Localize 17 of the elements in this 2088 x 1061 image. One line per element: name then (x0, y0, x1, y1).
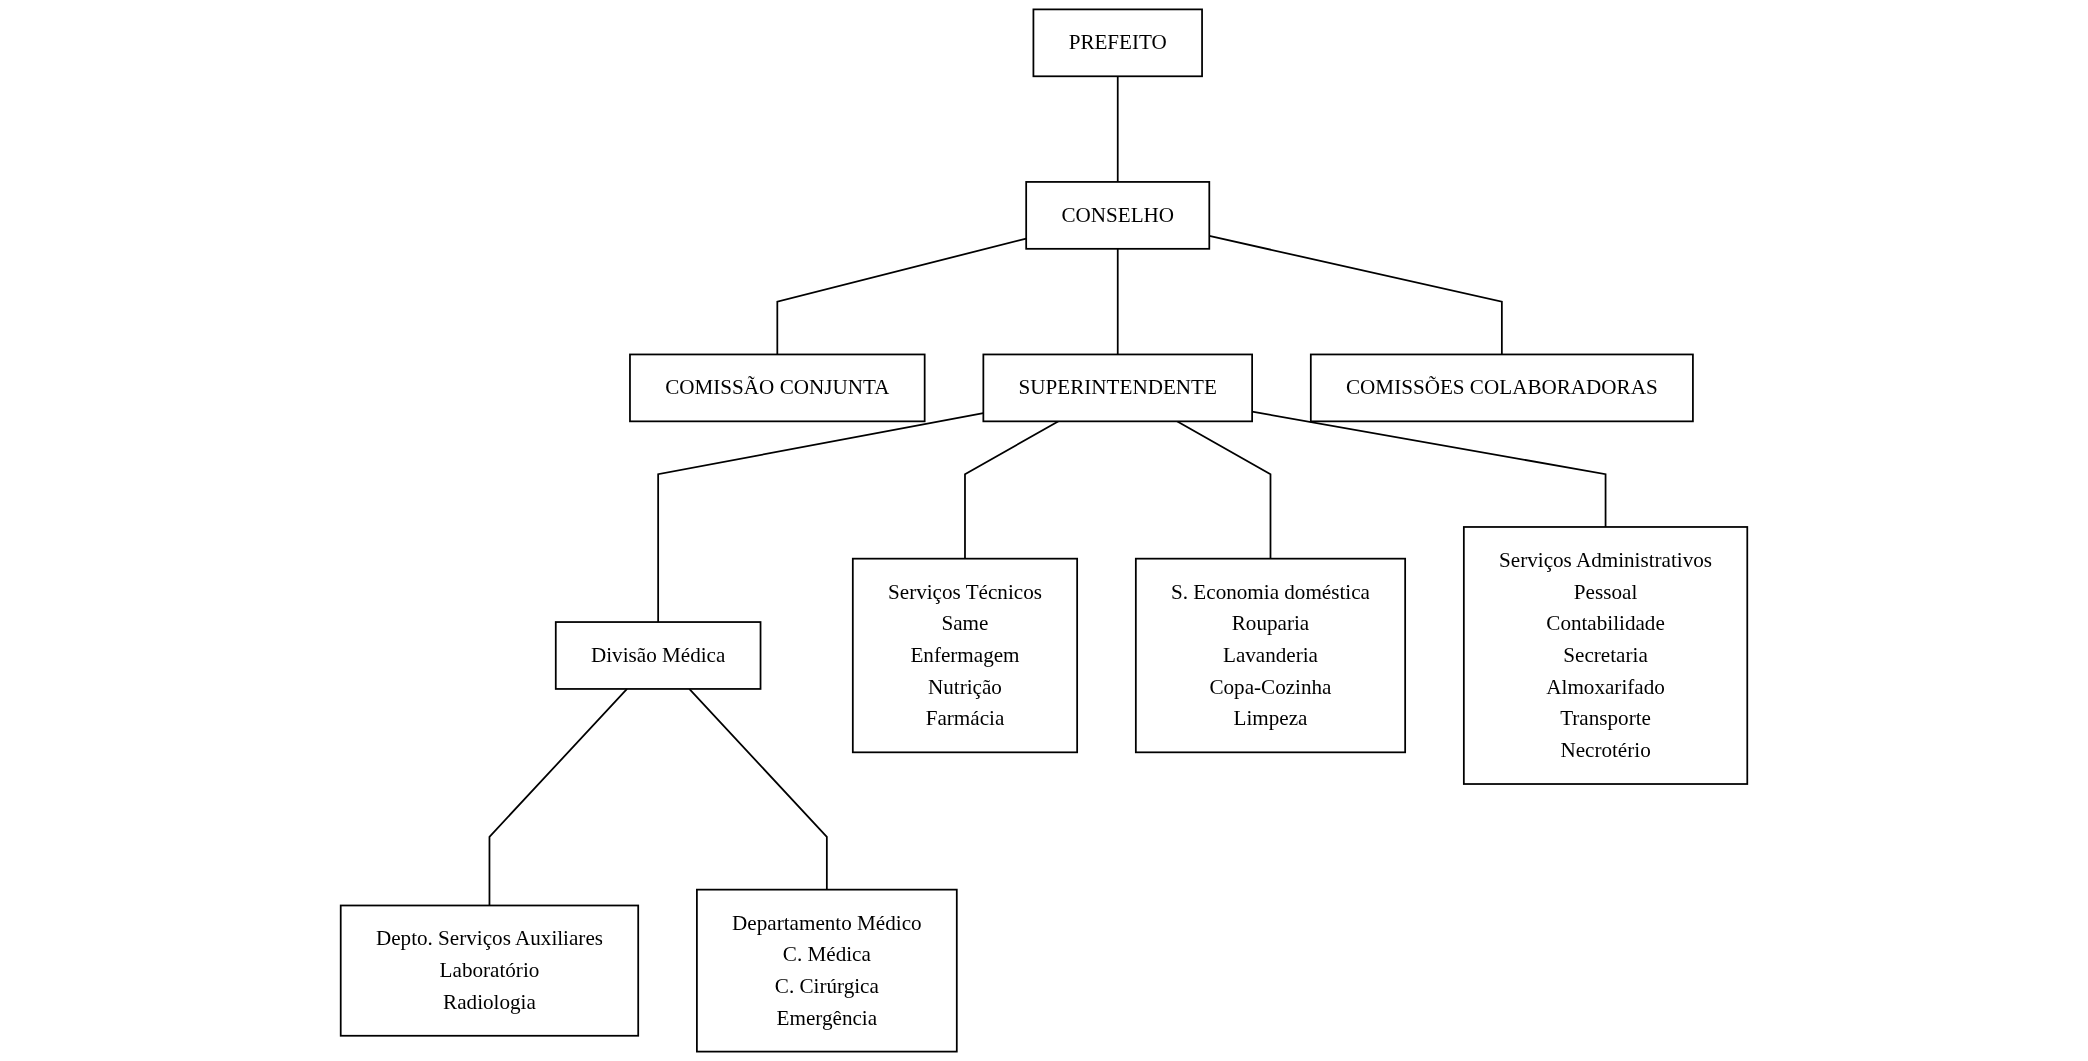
node-box: Divisão Médica (554, 621, 762, 690)
node-box: S. Economia doméstica Rouparia Lavanderia Copa-Cozinha Limpeza (1134, 557, 1407, 754)
node-box: COMISSÕES COLABORADORAS (1309, 353, 1694, 423)
node-box: Departamento Médico C. Médica C. Cirúrgica Emergência (696, 888, 958, 1053)
node-box: Serviços Técnicos Same Enfermagem Nutrição Farmácia (851, 557, 1079, 754)
node-box: Depto. Serviços Auxiliares Laboratório Radiologia (339, 904, 640, 1037)
connector (1176, 420, 1272, 560)
node-box: CONSELHO (1025, 181, 1211, 250)
connector (964, 420, 1060, 560)
node-box: COMISSÃO CONJUNTA (629, 353, 926, 423)
node-box: SUPERINTENDENTE (982, 353, 1253, 423)
connector (1116, 75, 1119, 183)
connector (1116, 247, 1119, 356)
node-box: PREFEITO (1032, 8, 1203, 78)
connector (488, 688, 628, 907)
node-box: Serviços Administrativos Pessoal Contabilidade Secretaria Almoxarifado Transporte Necrotério (1462, 526, 1749, 785)
connector (688, 688, 828, 891)
